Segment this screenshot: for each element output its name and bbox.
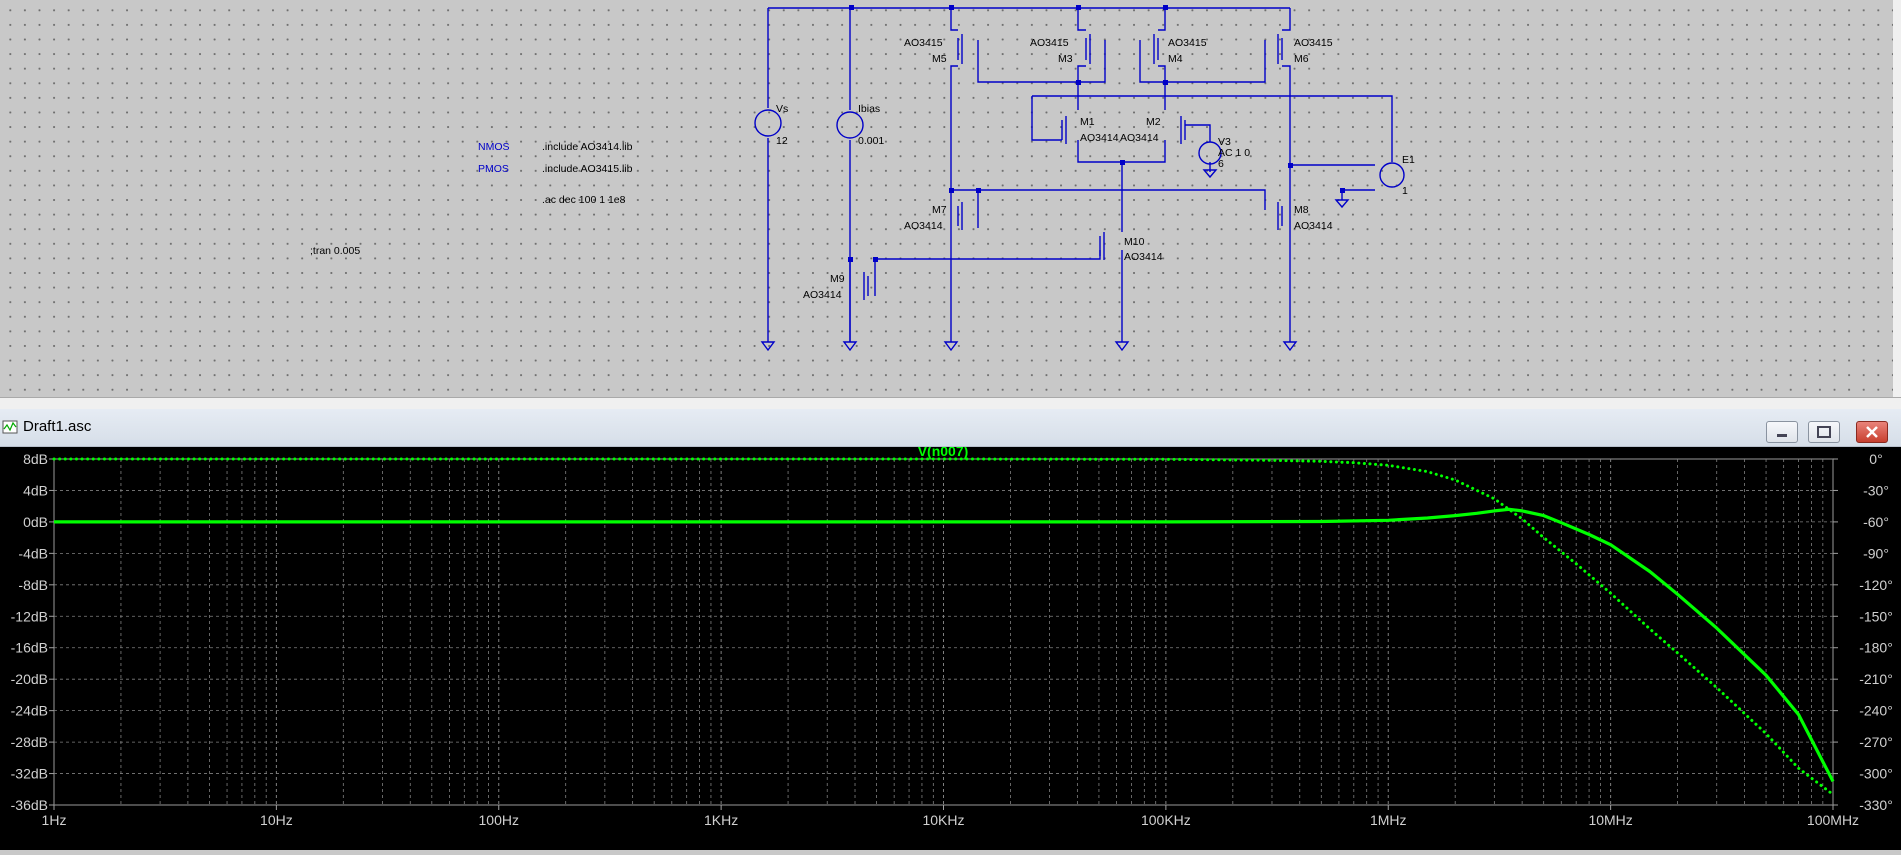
m2-name[interactable]: M2 [1146,116,1161,128]
plot-traces [52,457,1835,796]
ac-directive[interactable]: .ac dec 100 1 1e8 [542,194,626,206]
bode-plot[interactable]: 8dB 4dB 0dB -4dB -8dB -12dB -16dB -20dB -24dB -28… [0,443,1901,850]
m3-name[interactable]: M3 [1058,53,1073,65]
e1-gain[interactable]: 1 [1402,185,1408,197]
y-right-tick-label: -60° [1863,514,1889,530]
y-left-tick-label: -24dB [11,703,48,719]
v3-dc[interactable]: 6 [1218,158,1224,170]
schematic-drawing[interactable]: NMOS PMOS .include AO3414.lib .include A… [0,0,1893,397]
y-axis-left: 8dB 4dB 0dB -4dB -8dB -12dB -16dB -20dB -24dB -28… [11,451,54,813]
y-left-tick-label: -12dB [11,608,48,624]
m4-model[interactable]: AO3415 [1168,37,1207,49]
y-right-tick-label: -240° [1859,703,1893,719]
y-right-tick-label: -180° [1859,640,1893,656]
vs-name[interactable]: Vs [776,103,788,115]
phase-trace [52,457,1835,796]
x-tick-label: 100Hz [479,812,519,828]
x-tick-label: 10MHz [1588,812,1632,828]
m5-model[interactable]: AO3415 [904,37,943,49]
y-right-tick-label: -330° [1859,797,1893,813]
x-tick-label: 1KHz [704,812,738,828]
y-left-tick-label: -16dB [11,640,48,656]
trace-label[interactable]: V(n007) [918,443,969,459]
e1-name[interactable]: E1 [1402,154,1415,166]
waveform-doc-icon [2,420,18,434]
m2-model[interactable]: AO3414 [1120,132,1159,144]
plot-pane[interactable]: 8dB 4dB 0dB -4dB -8dB -12dB -16dB -20dB -24dB -28… [0,443,1901,850]
m8-name[interactable]: M8 [1294,204,1309,216]
m7-name[interactable]: M7 [932,204,947,216]
y-axis-right: 0° -30° -60° -90° -120° -150° -180° -210° -240° -… [1833,451,1893,813]
tran-directive[interactable]: ;tran 0.005 [310,245,360,257]
v3-ac[interactable]: AC 1 0 [1218,147,1250,159]
x-tick-label: 100KHz [1141,812,1191,828]
y-right-tick-label: 0° [1869,451,1882,467]
y-right-tick-label: -210° [1859,671,1893,687]
waveform-title: Draft1.asc [23,418,92,435]
m4-name[interactable]: M4 [1168,53,1183,65]
x-tick-label: 10Hz [260,812,293,828]
x-tick-label: 10KHz [922,812,964,828]
x-tick-label: 1MHz [1370,812,1407,828]
m6-model[interactable]: AO3415 [1294,37,1333,49]
ibias-value[interactable]: 0.001 [858,135,884,147]
minimize-button[interactable] [1766,421,1798,443]
m9-model[interactable]: AO3414 [803,289,842,301]
m1-name[interactable]: M1 [1080,116,1095,128]
m10-name[interactable]: M10 [1124,236,1145,248]
m1-model[interactable]: AO3414 [1080,132,1119,144]
m3-model[interactable]: AO3415 [1030,37,1069,49]
y-left-tick-label: -8dB [18,577,48,593]
y-left-tick-label: -4dB [18,545,48,561]
ibias-name[interactable]: Ibias [858,103,880,115]
m6-name[interactable]: M6 [1294,53,1309,65]
minimize-icon [1777,434,1787,437]
pmos-label[interactable]: PMOS [478,163,509,175]
x-tick-label: 1Hz [42,812,67,828]
m8-model[interactable]: AO3414 [1294,220,1333,232]
m10-model[interactable]: AO3414 [1124,251,1163,263]
y-right-tick-label: -270° [1859,734,1893,750]
close-button[interactable] [1856,421,1888,443]
y-left-tick-label: -20dB [11,671,48,687]
mdi-gap [0,397,1901,410]
y-right-tick-label: -30° [1863,482,1889,498]
x-axis: 1Hz 10Hz 100Hz 1KHz 10KHz 100KHz 1MHz 10MHz 100M… [42,805,1859,828]
close-icon [1866,426,1878,438]
m7-model[interactable]: AO3414 [904,220,943,232]
schematic-canvas[interactable]: NMOS PMOS .include AO3414.lib .include A… [0,0,1893,397]
y-left-tick-label: -32dB [11,766,48,782]
y-right-tick-label: -90° [1863,545,1889,561]
nmos-include-directive[interactable]: .include AO3414.lib [542,141,633,153]
m9-name[interactable]: M9 [830,273,845,285]
m5-name[interactable]: M5 [932,53,947,65]
y-left-tick-label: 8dB [23,451,48,467]
vs-value[interactable]: 12 [776,135,788,147]
y-left-tick-label: 0dB [23,514,48,530]
y-right-tick-label: -120° [1859,577,1893,593]
y-left-tick-label: -36dB [11,797,48,813]
y-left-tick-label: 4dB [23,482,48,498]
maximize-icon [1817,426,1831,438]
y-left-tick-label: -28dB [11,734,48,750]
y-right-tick-label: -300° [1859,766,1893,782]
waveform-window[interactable]: Draft1.asc 8dB 4dB 0dB -4dB -8dB -12dB -16dB -2… [0,409,1901,850]
maximize-button[interactable] [1808,421,1840,443]
waveform-titlebar[interactable]: Draft1.asc [0,409,1901,447]
schematic-scrollbar-edge [1893,0,1901,400]
pmos-include-directive[interactable]: .include AO3415.lib [542,163,633,175]
magnitude-trace [54,507,1835,783]
plot-grid [54,458,1833,806]
x-tick-label: 100MHz [1807,812,1859,828]
nmos-label[interactable]: NMOS [478,141,510,153]
v3-name[interactable]: V3 [1218,136,1231,148]
y-right-tick-label: -150° [1859,608,1893,624]
